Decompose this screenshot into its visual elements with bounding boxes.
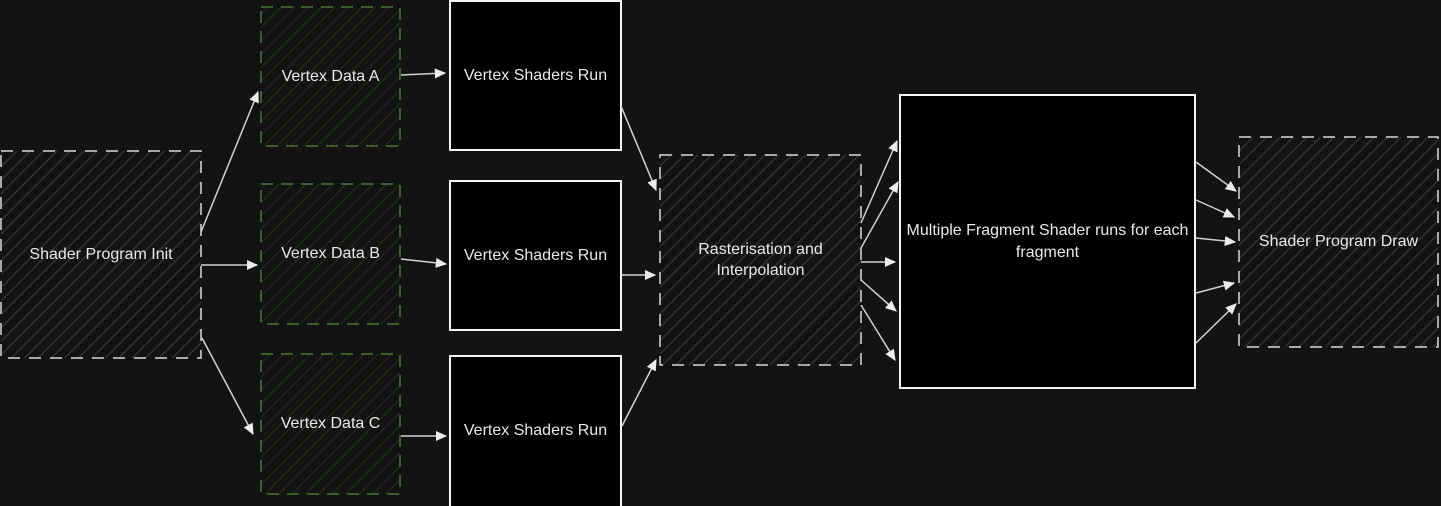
edge-vertex-data-b-to-shaders-middle: [400, 257, 448, 268]
node-box-rasterisation: [659, 154, 862, 366]
edge-rasterisation-to-fragment-5: [860, 304, 896, 362]
node-box-fragment-shader: [899, 94, 1196, 389]
node-box-vertex-data-c: [260, 353, 401, 495]
edge-rasterisation-to-fragment-1: [860, 139, 898, 224]
edge-fragment-to-draw-1: [1195, 161, 1237, 192]
edge-shaders-bottom-to-rasterisation: [621, 358, 657, 427]
node-box-shader-program-init: [0, 150, 202, 359]
node-box-vertex-data-a: [260, 6, 401, 147]
edge-fragment-to-draw-4: [1195, 280, 1236, 294]
edge-init-to-vertex-data-a: [200, 90, 259, 233]
node-box-vertex-data-b: [260, 183, 401, 325]
edge-init-to-vertex-data-c: [201, 337, 254, 436]
edge-rasterisation-to-fragment-2: [860, 180, 899, 249]
edge-fragment-to-draw-5: [1195, 303, 1237, 344]
node-box-vertex-shaders-run-middle: [449, 180, 622, 331]
node-box-vertex-shaders-run-bottom: [449, 355, 622, 506]
node-box-vertex-shaders-run-top: [449, 0, 622, 151]
edge-shaders-top-to-rasterisation: [620, 105, 657, 192]
edge-fragment-to-draw-2: [1195, 199, 1236, 218]
node-box-shader-program-draw: [1238, 136, 1439, 348]
edge-vertex-data-a-to-shaders-top: [400, 68, 447, 79]
edge-fragment-to-draw-3: [1195, 235, 1237, 246]
edge-rasterisation-to-fragment-4: [860, 279, 897, 312]
